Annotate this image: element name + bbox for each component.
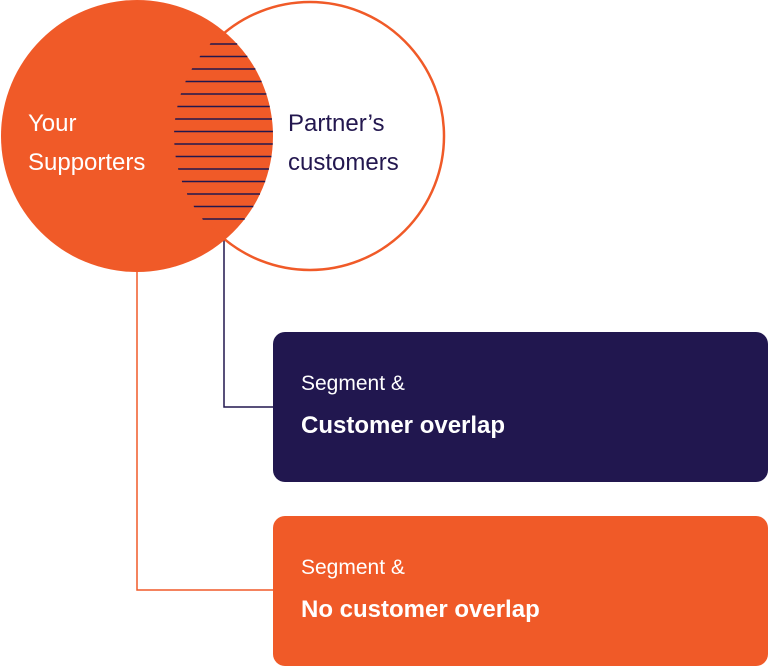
supporters-label: Your Supporters [28,110,146,176]
supporters-circle [1,0,273,272]
partner-customers-label: Partner’s customers [288,110,399,176]
partner-customers-circle [174,0,446,272]
connector-no-overlap [136,272,273,591]
no-customer-overlap-card: Segment & No customer overlap [273,516,768,666]
customer-overlap-subtitle: Segment & [301,372,405,395]
overlap-hatch [174,43,273,220]
connector-overlap [223,222,273,408]
no-customer-overlap-title: No customer overlap [301,596,540,623]
customer-overlap-card: Segment & Customer overlap [273,332,768,482]
customer-overlap-title: Customer overlap [301,412,506,439]
no-customer-overlap-subtitle: Segment & [301,556,405,579]
